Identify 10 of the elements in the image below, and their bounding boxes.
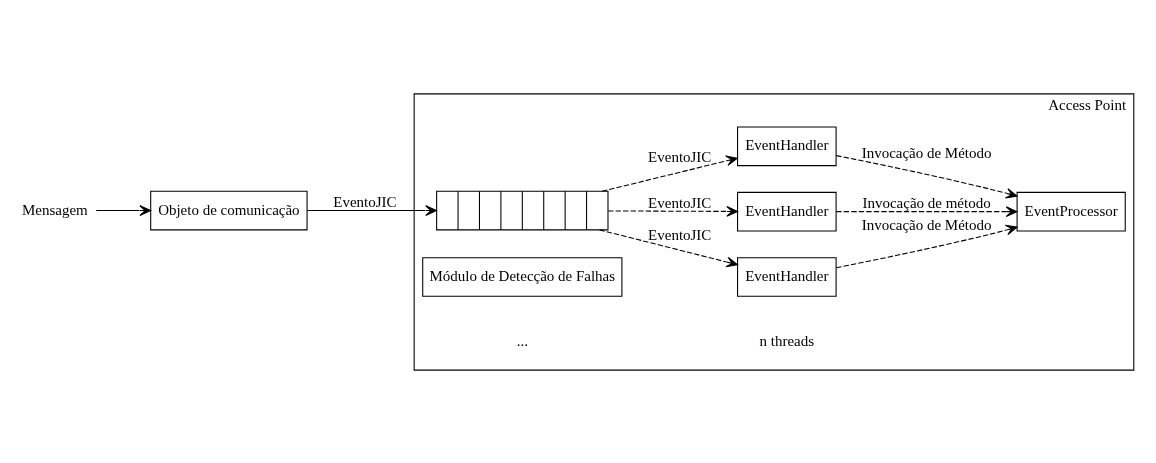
edge-label: EventoJIC <box>648 226 712 243</box>
node-text: Mensagem <box>21 201 88 218</box>
edge-label: EventoJIC <box>648 148 712 165</box>
label: ... <box>516 332 528 349</box>
node-label: n threads <box>759 332 815 349</box>
edge-label: EventoJIC <box>648 194 712 211</box>
edge-label: Invocação de Método <box>861 144 992 161</box>
edge-label: Invocação de Método <box>861 216 992 233</box>
edge-label: Invocação de método <box>862 194 991 211</box>
edge-label: EventoJIC <box>333 193 397 210</box>
